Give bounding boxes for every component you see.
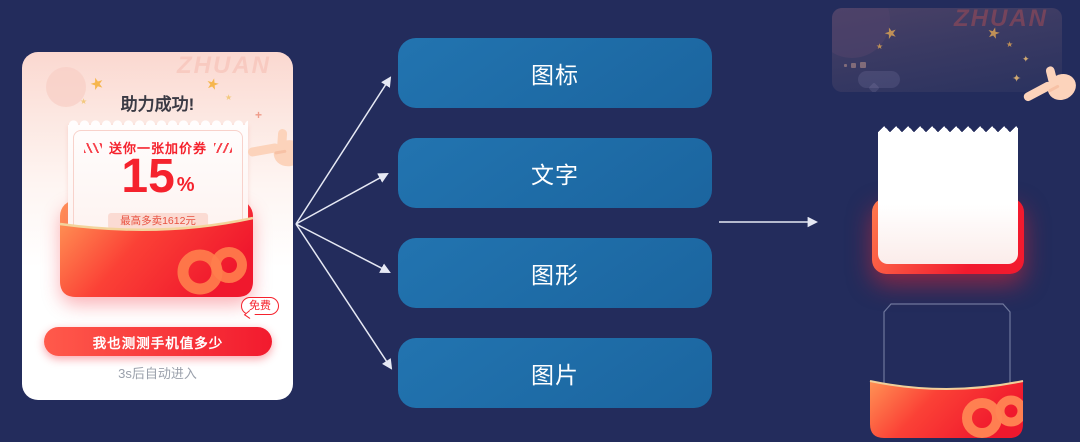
decomposed-envelope-layer [869,303,1024,438]
max-amount-note: 最高多卖1612元 [108,213,208,229]
category-label: 图片 [531,362,579,388]
category-label: 图标 [531,62,579,88]
arrow-to-icon-box [295,76,392,225]
coupon-header-row: 送你一张加价券 [68,138,248,157]
star-icon: ★ [876,42,884,51]
pointing-hand-icon [247,129,293,167]
category-label: 文字 [531,162,579,188]
circle-decoration [46,67,86,107]
coupon-ticket: 送你一张加价券 15 % 最高多卖1612元 [68,120,248,255]
popup-title: 助力成功! [120,95,195,114]
category-box-image: 图片 [398,338,712,408]
decomposed-ticket-layer [872,126,1024,276]
card-watermark: ZHUAN [177,52,271,79]
envelope-outline [883,303,1011,388]
arrow-to-text-box [295,172,389,225]
category-label: 图形 [531,262,579,288]
brand-logo-icon [962,395,1023,438]
star-icon: ★ [881,23,900,44]
countdown-text: 3s后自动进入 [118,366,197,381]
plus-decoration: + [255,108,263,122]
arrow-to-image-box [295,223,393,370]
star-icon: ★ [1006,40,1014,49]
category-box-shape: 图形 [398,238,712,308]
coupon-header: 送你一张加价券 [108,141,207,156]
speed-lines-icon [214,142,232,153]
category-box-icon: 图标 [398,38,712,108]
arrow-to-shape-box [295,223,391,273]
star-icon: ★ [985,23,1003,44]
speech-bubble-icon [858,71,900,88]
ticket-white-body [878,126,1018,264]
category-box-text: 文字 [398,138,712,208]
discount-number: 15 [121,150,175,203]
promo-popup-card: ZHUAN 助力成功! ★ ★ ★ ★ + 送你一张加价券 15 % 最高多卖1… [22,52,293,400]
discount-value: 15 % [68,153,248,201]
sparkle-icon: ✦ [1022,54,1030,64]
decomposed-background-layer: ZHUAN ★ ★ ★ ★ [832,8,1062,92]
dots-decoration [844,62,866,68]
free-badge: 免费 [241,297,279,315]
sparkle-icon: ✦ [1012,73,1022,85]
star-icon: ★ [80,97,88,106]
star-icon: ★ [225,93,233,102]
discount-unit: % [176,174,195,196]
cta-button[interactable]: 我也测测手机值多少 [44,327,272,356]
background-watermark: ZHUAN [954,8,1048,32]
speed-lines-icon [83,142,102,153]
